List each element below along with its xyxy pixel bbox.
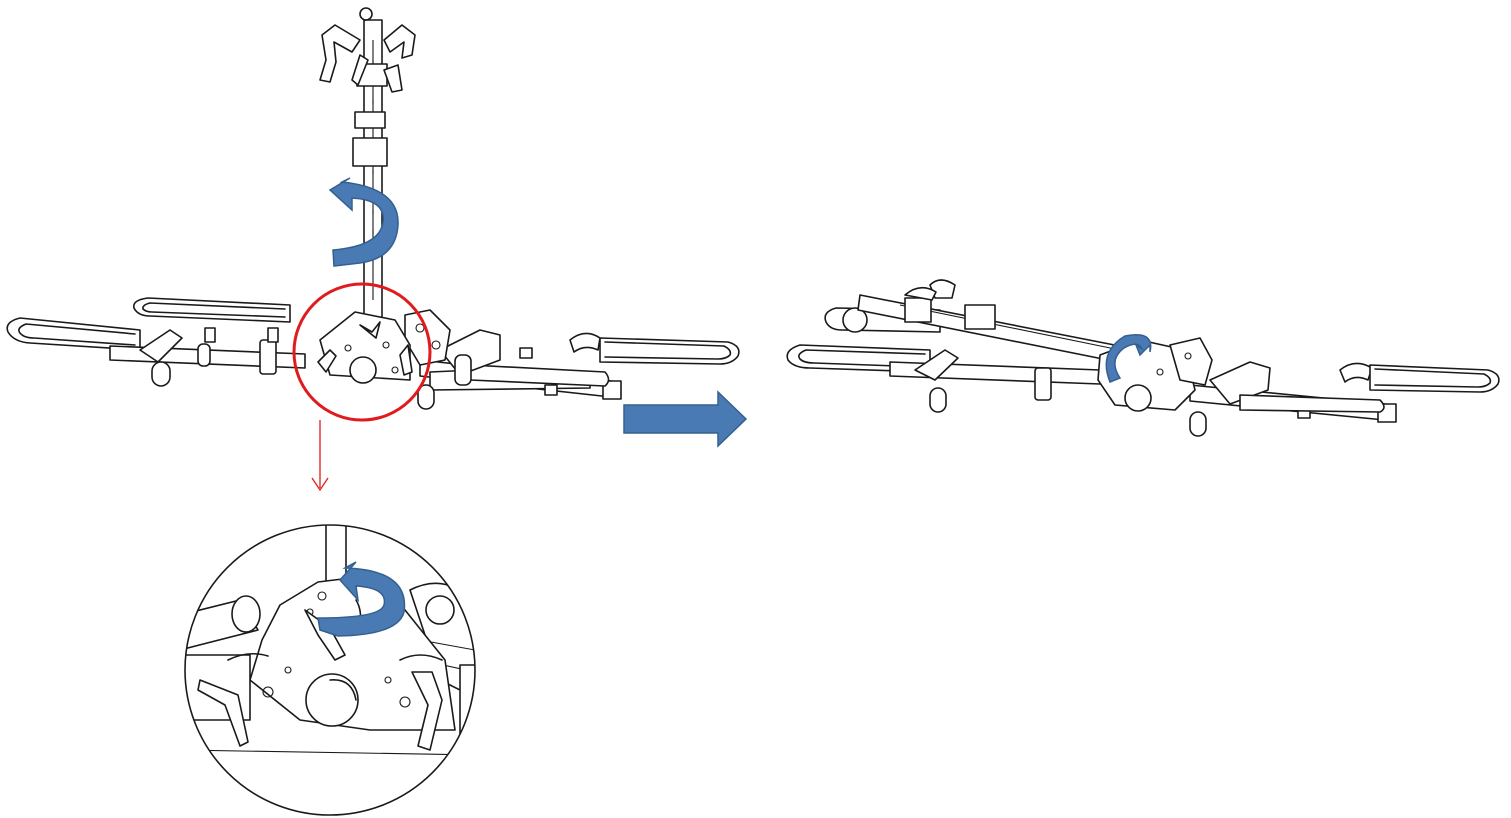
right-arrow-icon <box>623 390 748 448</box>
folded-right-wheel-tray <box>1239 364 1500 413</box>
curved-rotate-arrow-icon <box>328 177 399 267</box>
folded-pivot-plate <box>1097 337 1213 412</box>
top-handles <box>319 24 416 93</box>
folded-rack <box>786 279 1500 437</box>
right-wheel-tray <box>469 332 740 396</box>
folded-wheel-holders <box>914 349 1373 437</box>
detail-circle-outline <box>184 524 476 816</box>
pivot-plate <box>317 311 413 384</box>
detail-view <box>184 524 476 816</box>
vertical-mast <box>352 7 388 321</box>
down-arrow-icon <box>311 477 329 492</box>
left-wheel-tray <box>6 297 291 351</box>
upright-rack <box>6 7 740 492</box>
folded-rotate-arrow-icon <box>1105 334 1152 383</box>
left-wheel-holder <box>139 327 279 387</box>
right-wheel-holder <box>404 309 501 410</box>
callout-circle-icon <box>292 282 432 422</box>
detail-rotate-arrow-icon <box>317 561 406 637</box>
